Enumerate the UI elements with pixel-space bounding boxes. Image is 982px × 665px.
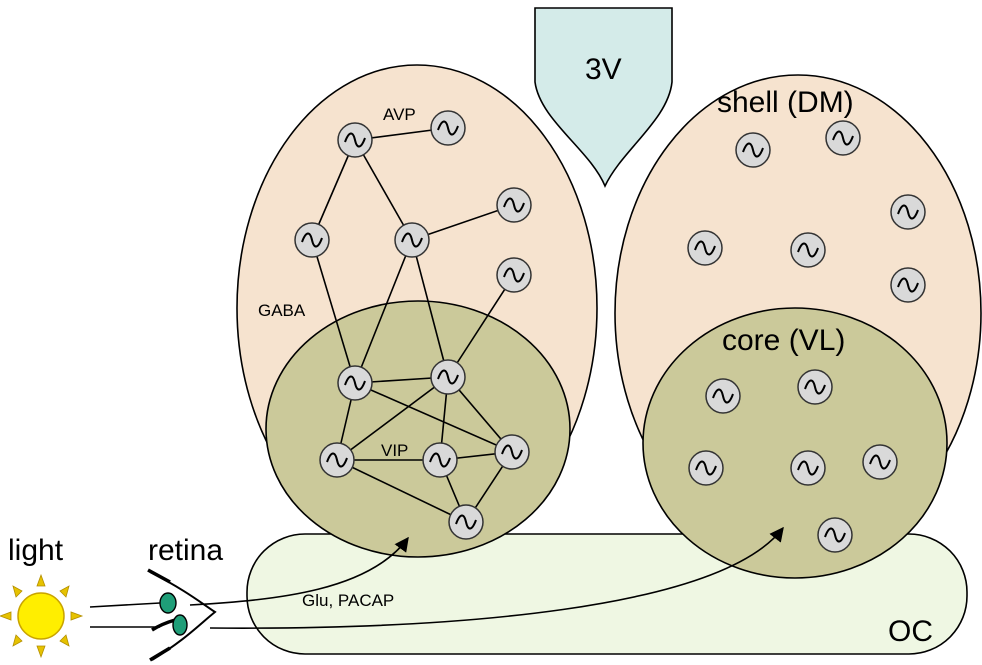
oscillator-icon — [337, 365, 373, 401]
oscillator-icon — [790, 450, 826, 486]
oscillator-icon — [430, 359, 466, 395]
oscillator-icon — [394, 222, 430, 258]
oscillator-icon — [817, 517, 853, 553]
eye-icon — [147, 568, 217, 662]
oscillator-icon — [862, 444, 898, 480]
shell-label: shell (DM) — [717, 86, 854, 119]
optic-chiasm-label: OC — [888, 615, 933, 648]
oscillator-icon — [735, 132, 771, 168]
avp-label: AVP — [383, 105, 416, 124]
left-core-region — [265, 300, 571, 558]
oscillator-icon — [337, 122, 373, 158]
oscillator-icon — [890, 194, 926, 230]
vip-label: VIP — [381, 441, 408, 460]
oscillator-icon — [890, 267, 926, 303]
oscillator-icon — [496, 257, 532, 293]
right-core-region — [642, 307, 948, 579]
oscillator-icon — [422, 442, 458, 478]
oscillator-icon — [705, 378, 741, 414]
third-ventricle — [534, 7, 673, 188]
oscillator-icon — [496, 187, 532, 223]
oscillator-icon — [687, 230, 723, 266]
sun-icon — [0, 573, 84, 659]
oscillator-icon — [294, 222, 330, 258]
core-label: core (VL) — [722, 324, 845, 357]
oscillator-icon — [790, 232, 826, 268]
oscillator-icon — [825, 120, 861, 156]
light-label: light — [8, 534, 64, 567]
light-ray — [89, 602, 161, 608]
oscillator-icon — [797, 369, 833, 405]
oscillator-icon — [494, 434, 530, 470]
inputs-label: Glu, PACAP — [302, 591, 394, 610]
oscillator-icon — [448, 504, 484, 540]
oscillator-icon — [688, 450, 724, 486]
rht-arrow-right — [209, 526, 784, 629]
third-ventricle-label: 3V — [585, 53, 622, 86]
rht-arrow-left — [189, 536, 409, 606]
retina-label: retina — [148, 534, 223, 567]
gaba-label: GABA — [258, 301, 306, 320]
oscillator-icon — [319, 442, 355, 478]
oscillator-icon — [430, 110, 466, 146]
